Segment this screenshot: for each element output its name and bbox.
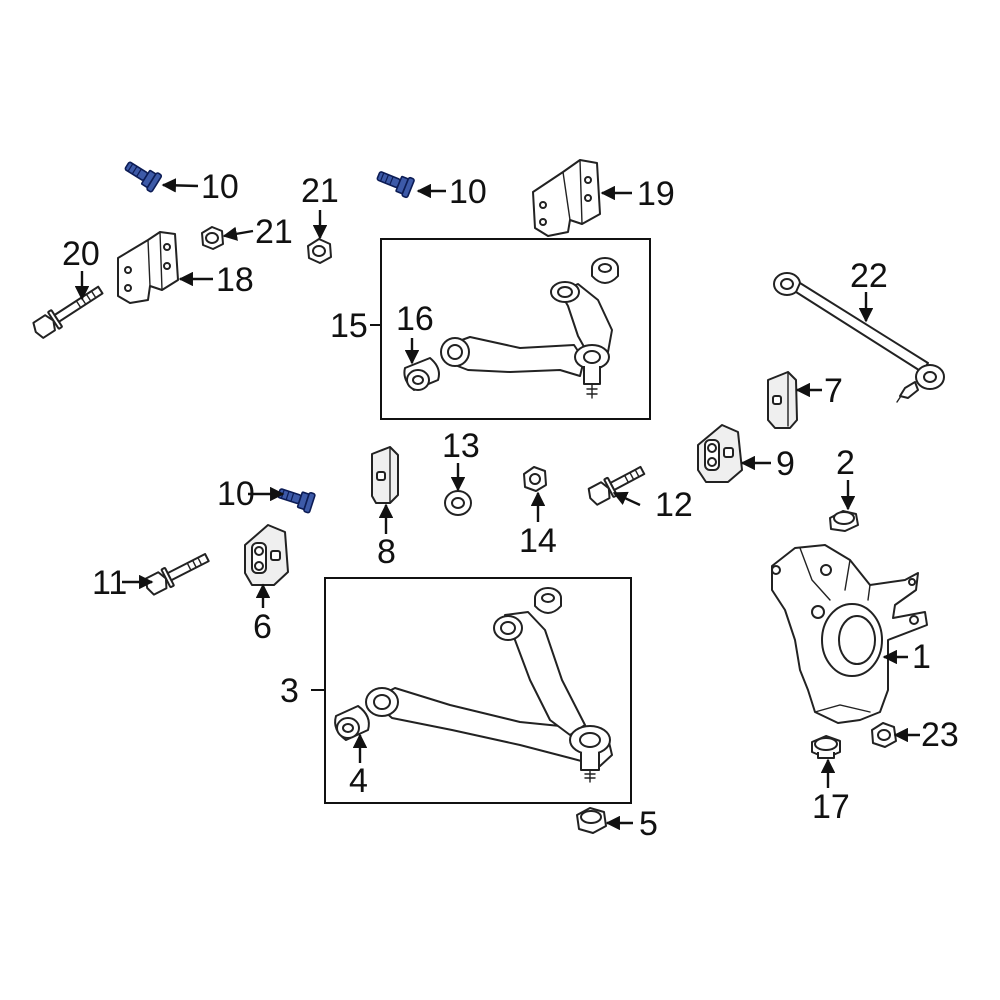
callout-19: 19 (637, 175, 675, 213)
callout-3: 3 (280, 672, 299, 710)
callout-12: 12 (655, 486, 693, 524)
callout-5: 5 (639, 805, 658, 843)
nut-21-left[interactable] (201, 226, 224, 250)
washer-13[interactable] (444, 490, 472, 516)
nut-2[interactable] (829, 510, 859, 532)
insulator-8[interactable] (371, 446, 399, 504)
callout-7: 7 (824, 372, 843, 410)
nut-23[interactable] (871, 722, 897, 748)
bushing-4[interactable] (334, 705, 370, 741)
steering-knuckle-1[interactable] (771, 544, 928, 724)
callout-8: 8 (377, 533, 396, 571)
callout-10-top-left: 10 (201, 168, 239, 206)
callout-9: 9 (776, 445, 795, 483)
callout-20: 20 (62, 235, 100, 273)
nut-14[interactable] (523, 466, 547, 492)
callout-14: 14 (519, 522, 557, 560)
leader-lines (74, 178, 920, 831)
link-22[interactable] (773, 272, 945, 403)
callout-21-top: 21 (301, 172, 339, 210)
bolt-10-top-left[interactable] (122, 157, 163, 193)
lower-control-arm-3[interactable] (365, 587, 613, 783)
callout-23: 23 (921, 716, 959, 754)
upper-arm-group-box (380, 238, 651, 420)
insulator-7[interactable] (767, 371, 798, 429)
callout-10-top-center: 10 (449, 173, 487, 211)
callout-4: 4 (349, 762, 368, 800)
nut-21-top[interactable] (307, 238, 332, 264)
cam-plate-9[interactable] (697, 424, 743, 483)
callout-16: 16 (396, 300, 434, 338)
callout-10-middle: 10 (217, 475, 255, 513)
bolt-10-top-center[interactable] (375, 166, 415, 199)
callout-6: 6 (253, 608, 272, 646)
upper-arm-rear-bushing (591, 257, 619, 284)
lower-arm-rear-bushing (534, 587, 562, 614)
callout-22: 22 (850, 257, 888, 295)
callout-11: 11 (92, 564, 127, 602)
bolt-11[interactable] (143, 549, 212, 597)
upper-control-arm-15[interactable] (440, 257, 619, 399)
bracket-18[interactable] (117, 231, 179, 304)
callout-1: 1 (912, 638, 931, 676)
bolt-10-middle[interactable] (276, 483, 316, 514)
bracket-19[interactable] (532, 159, 601, 237)
nut-17[interactable] (811, 735, 841, 759)
callout-13: 13 (442, 427, 480, 465)
callout-2: 2 (836, 444, 855, 482)
callout-18: 18 (216, 261, 254, 299)
callout-21-left: 21 (255, 213, 293, 251)
bolt-20[interactable] (30, 282, 105, 341)
callout-15: 15 (330, 307, 368, 345)
cam-plate-6[interactable] (244, 524, 289, 586)
bolt-12[interactable] (586, 462, 647, 507)
nut-5[interactable] (576, 807, 607, 834)
callout-17: 17 (812, 788, 850, 826)
bushing-16[interactable] (403, 357, 440, 391)
